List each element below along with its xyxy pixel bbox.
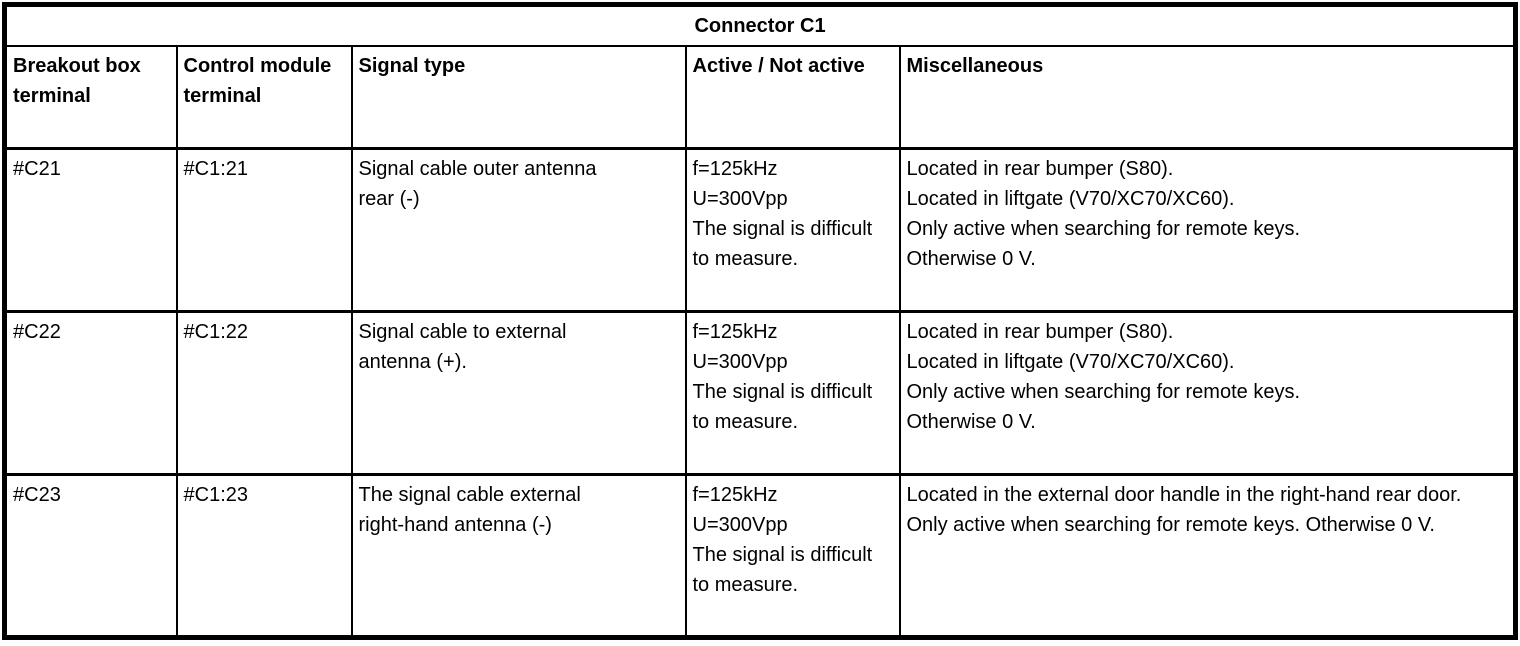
table-row: #C21 #C1:21 Signal cable outer antenna r… [3,146,1517,313]
col-header-signal-type: Signal type [350,45,687,150]
cell-control-module-terminal: #C1:23 [175,472,353,639]
cell-signal-type: Signal cable to external antenna (+). [350,309,687,476]
col-header-breakout-box-terminal: Breakout box terminal [3,45,178,150]
cell-control-module-terminal: #C1:22 [175,309,353,476]
cell-breakout-box-terminal: #C21 [3,146,178,313]
cell-control-module-terminal: #C1:21 [175,146,353,313]
cell-signal-type: The signal cable external right-hand ant… [350,472,687,639]
cell-miscellaneous: Located in the external door handle in t… [898,472,1517,639]
cell-miscellaneous: Located in rear bumper (S80). Located in… [898,146,1517,313]
cell-active-not-active: f=125kHz U=300Vpp The signal is difficul… [684,309,901,476]
table-row: #C23 #C1:23 The signal cable external ri… [3,472,1517,639]
cell-signal-type: Signal cable outer antenna rear (-) [350,146,687,313]
col-header-miscellaneous: Miscellaneous [898,45,1517,150]
table-row: #C22 #C1:22 Signal cable to external ant… [3,309,1517,476]
table-title: Connector C1 [3,3,1517,47]
cell-active-not-active: f=125kHz U=300Vpp The signal is difficul… [684,472,901,639]
cell-active-not-active: f=125kHz U=300Vpp The signal is difficul… [684,146,901,313]
table-header-row: Breakout box terminal Control module ter… [3,45,1517,150]
cell-miscellaneous: Located in rear bumper (S80). Located in… [898,309,1517,476]
col-header-control-module-terminal: Control module terminal [175,45,353,150]
col-header-active-not-active: Active / Not active [684,45,901,150]
cell-breakout-box-terminal: #C23 [3,472,178,639]
table-title-row: Connector C1 [3,3,1517,47]
cell-breakout-box-terminal: #C22 [3,309,178,476]
